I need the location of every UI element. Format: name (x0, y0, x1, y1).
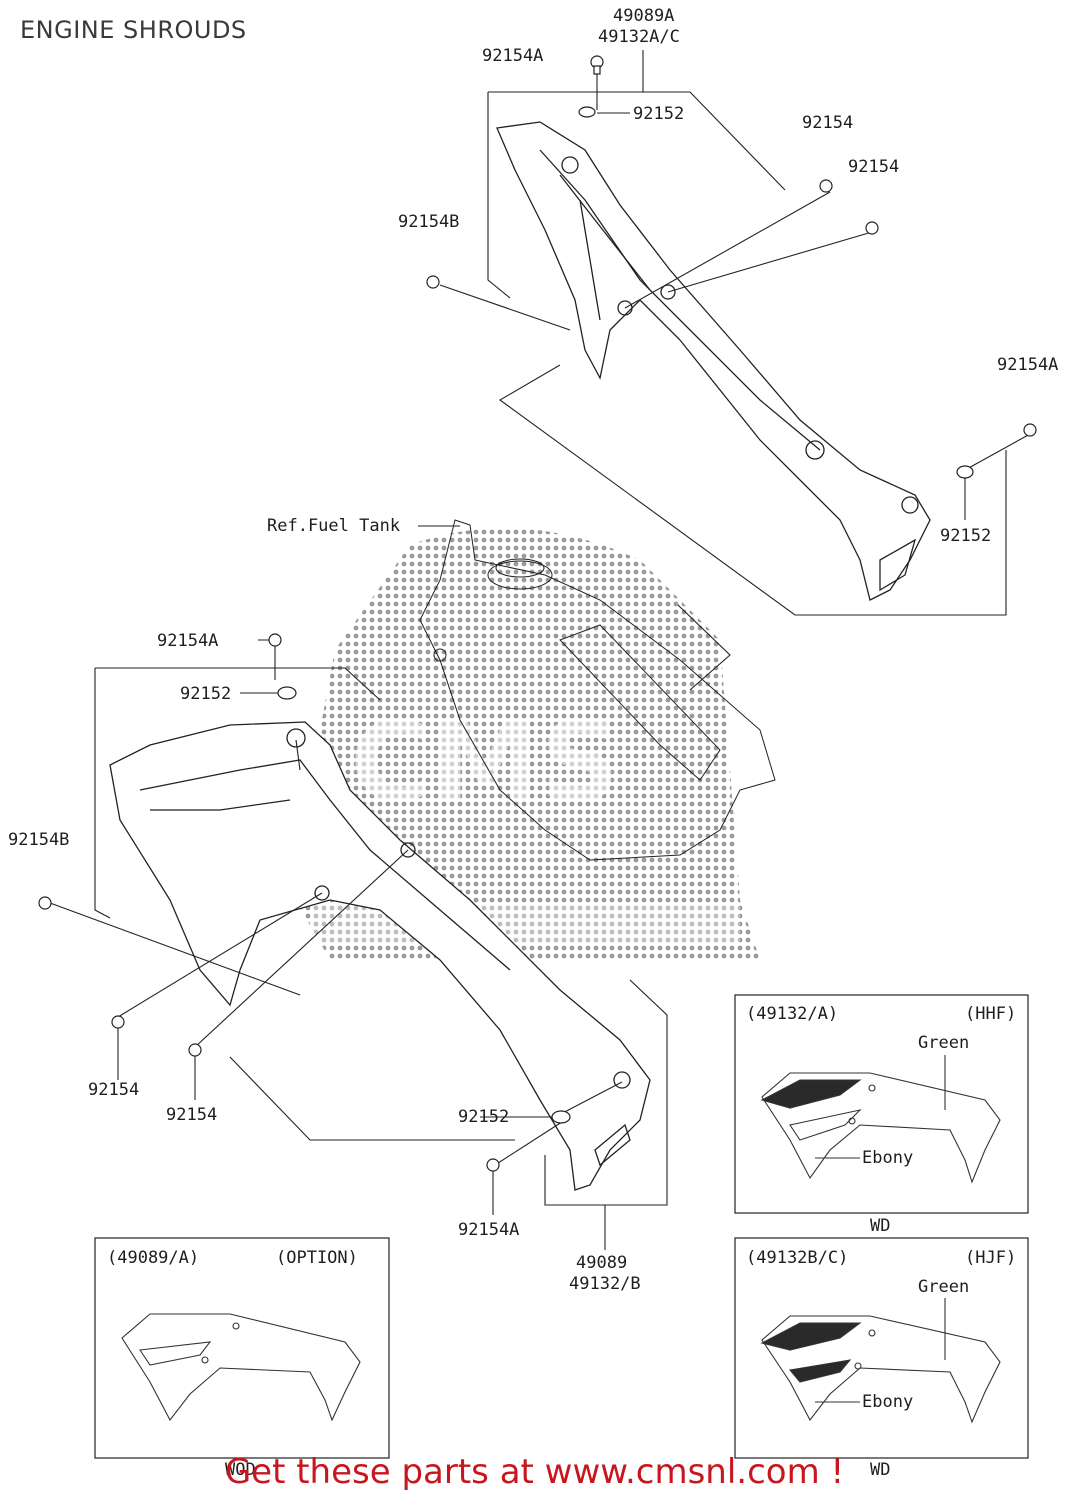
washer-icon (551, 1110, 571, 1124)
bolt-icon (426, 275, 440, 289)
inset-shroud-hjf (760, 1315, 1001, 1424)
fasteners (38, 55, 1037, 1172)
leader-lines (49, 50, 1031, 1250)
cmsnl-footer-link[interactable]: Get these parts at www.cmsnl.com ! (224, 1452, 845, 1492)
diagram-title: ENGINE SHROUDS (20, 16, 247, 44)
fuel-tank-reference (419, 519, 776, 861)
part-label-92152: 92152 (180, 684, 232, 704)
part-label-92154b: 92154B (398, 212, 460, 232)
bolt-icon (38, 896, 52, 910)
watermark-logo-text: CMS (350, 698, 619, 826)
part-label-92154: 92154 (88, 1080, 140, 1100)
bolt-icon (111, 1015, 125, 1029)
part-label-49132ac: 49132A/C (598, 27, 680, 47)
inset-variant-code: (OPTION) (276, 1248, 358, 1268)
color-label-green: Green (918, 1033, 970, 1053)
bolt-icon (188, 1043, 202, 1057)
bolt-icon (590, 55, 604, 75)
part-label-92154: 92154 (166, 1105, 218, 1125)
upper-shroud-part (496, 121, 931, 601)
bolt-icon (486, 1158, 500, 1172)
washer-icon (277, 686, 297, 700)
lower-shroud-part (109, 721, 651, 1191)
part-label-92152: 92152 (458, 1107, 510, 1127)
inset-footer-code: WD (870, 1460, 891, 1480)
color-label-ebony: Ebony (862, 1148, 914, 1168)
part-label-92154b: 92154B (8, 830, 70, 850)
inset-variant-code: (HJF) (965, 1248, 1017, 1268)
inset-shroud-hhf (760, 1072, 1001, 1184)
part-label-92154: 92154 (848, 157, 900, 177)
inset-shroud-option (121, 1313, 361, 1422)
inset-footer-code: WOD (225, 1460, 256, 1480)
part-label-92154a: 92154A (997, 355, 1059, 375)
bolt-icon (865, 221, 879, 235)
inset-part-number: (49132B/C) (746, 1248, 849, 1268)
inset-part-number: (49089/A) (107, 1248, 200, 1268)
part-label-92154a: 92154A (157, 631, 219, 651)
part-label-92152: 92152 (940, 526, 992, 546)
bolt-icon (268, 633, 282, 647)
part-label-92154: 92154 (802, 113, 854, 133)
part-label-49089: 49089 (576, 1253, 628, 1273)
inset-part-number: (49132/A) (746, 1004, 839, 1024)
inset-footer-code: WD (870, 1216, 891, 1236)
washer-icon (956, 465, 974, 479)
inset-variant-code: (HHF) (965, 1004, 1017, 1024)
part-label-49089a: 49089A (613, 6, 675, 26)
color-label-ebony: Ebony (862, 1392, 914, 1412)
part-label-92154a: 92154A (482, 46, 544, 66)
part-label-92152: 92152 (633, 104, 685, 124)
bolt-icon (1023, 423, 1037, 437)
color-label-green: Green (918, 1277, 970, 1297)
ref-fuel-tank-label: Ref.Fuel Tank (267, 516, 401, 536)
part-label-92154a: 92154A (458, 1220, 520, 1240)
washer-icon (578, 106, 596, 118)
part-label-49132b: 49132/B (569, 1274, 641, 1294)
bolt-icon (819, 179, 833, 193)
